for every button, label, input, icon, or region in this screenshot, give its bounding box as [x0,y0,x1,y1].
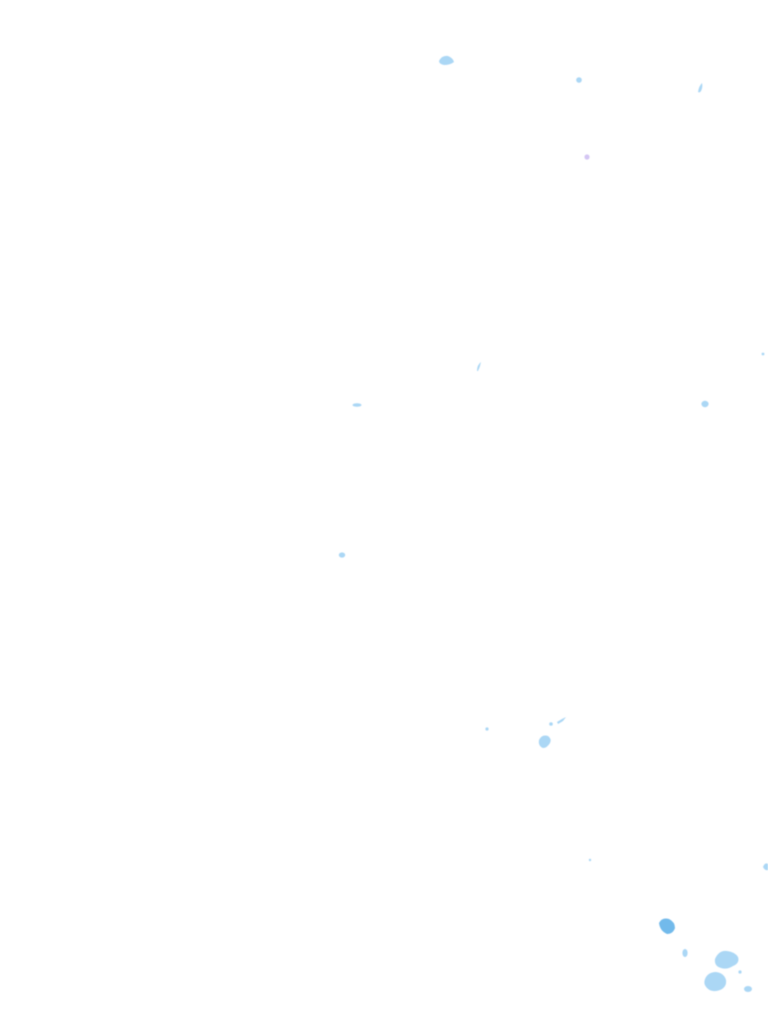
splatter-speck [538,735,551,748]
splatter-speck [557,717,566,724]
splatter-speck [659,918,675,934]
splatter-speck [738,970,742,974]
splatter-speck [761,352,765,356]
splatter-speck [352,403,362,407]
splatter-speck [682,949,688,957]
splatter-speck [744,986,752,992]
splatter-speck [477,362,481,371]
splatter-speck [549,722,553,726]
splatter-speck [584,154,590,160]
splatter-speck [576,77,582,83]
splatter-speck [698,83,703,93]
splatter-speck [714,950,739,969]
splatter-speck [763,863,768,871]
splatter-speck [704,972,727,992]
splatter-speck [338,552,346,558]
splatter-speck [485,727,489,731]
splatter-speck [588,858,592,862]
splatter-speck [701,400,709,408]
splatter-speck [439,55,454,65]
